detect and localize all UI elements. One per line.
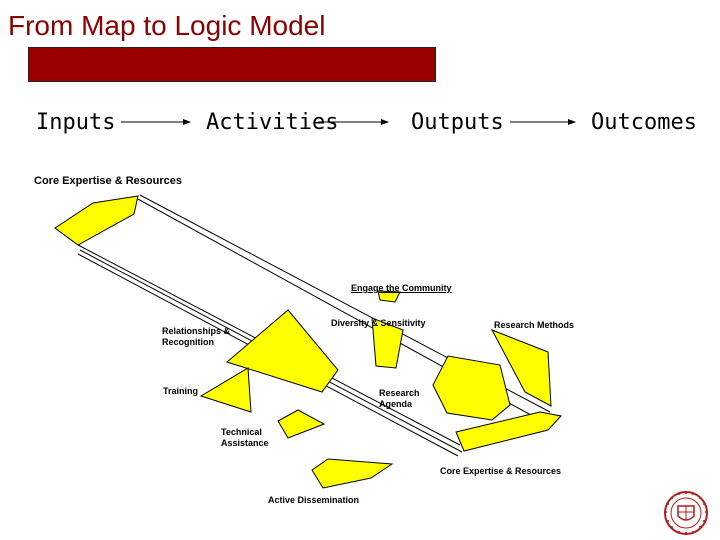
cluster-diversity [371, 317, 404, 369]
cluster-research-methods [490, 329, 552, 407]
cluster-relationships [225, 309, 339, 393]
cluster-technical-assistance [277, 409, 326, 439]
clusters [54, 195, 562, 489]
label-research-agenda: Research Agenda [379, 388, 420, 409]
label-core-expertise-top: Core Expertise & Resources [34, 175, 182, 187]
cluster-active-dissemination [311, 458, 394, 489]
cluster-research-agenda [432, 355, 511, 421]
label-technical-assistance: Technical Assistance [221, 427, 269, 448]
label-relationships-recognition: Relationships & Recognition [162, 326, 231, 347]
title-underline-band [28, 47, 436, 82]
slide-title: From Map to Logic Model [8, 10, 326, 41]
label-training: Training [163, 386, 199, 396]
flow-activities: Activities [206, 110, 339, 135]
label-active-dissemination: Active Dissemination [268, 495, 360, 505]
flow-outcomes: Outcomes [591, 110, 697, 135]
label-diversity-sensitivity: Diversity & Sensitivity [331, 318, 426, 328]
cluster-training [199, 367, 252, 413]
flow-outputs: Outputs [411, 110, 504, 135]
cluster-engage [377, 290, 401, 303]
label-engage-community: Engage the Community [351, 283, 452, 293]
cluster-core-bottom [455, 411, 562, 452]
flow-inputs: Inputs [36, 110, 116, 135]
label-research-methods: Research Methods [494, 320, 575, 330]
cluster-core-top [54, 195, 139, 246]
university-seal-icon [664, 491, 708, 535]
label-core-expertise-bottom: Core Expertise & Resources [440, 466, 562, 476]
